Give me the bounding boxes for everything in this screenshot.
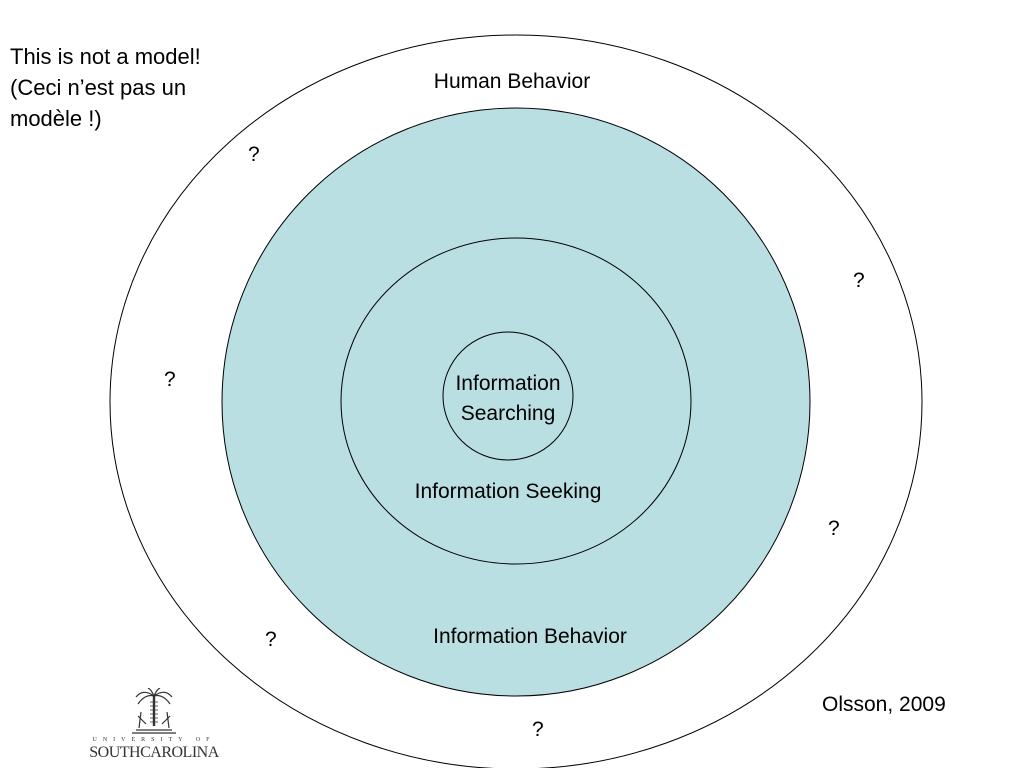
- note-line-3: modèle !): [10, 106, 102, 131]
- disclaimer-note: This is not a model! (Ceci n’est pas un …: [10, 41, 201, 134]
- question-mark: ?: [828, 517, 840, 540]
- information-searching-line-2: Searching: [460, 402, 556, 425]
- information-searching-label: Information Searching: [455, 369, 560, 429]
- note-line-2: (Ceci n’est pas un: [10, 75, 187, 100]
- question-mark: ?: [164, 368, 176, 391]
- human-behavior-label: Human Behavior: [433, 70, 591, 93]
- logo-line-1: UNIVERSITY OF: [92, 737, 216, 743]
- information-searching-line-1: Information: [455, 372, 561, 395]
- note-line-1: This is not a model!: [10, 44, 201, 69]
- palmetto-tree-icon: [132, 688, 176, 734]
- question-mark: ?: [532, 718, 544, 741]
- information-searching-circle: [442, 331, 574, 461]
- information-seeking-label: Information Seeking: [414, 480, 602, 503]
- question-mark: ?: [265, 628, 277, 651]
- logo-line-2: SOUTHCAROLINA: [89, 744, 219, 761]
- university-logo: UNIVERSITY OF SOUTHCAROLINA: [86, 688, 222, 766]
- information-behavior-label: Information Behavior: [433, 625, 627, 648]
- logo-text: UNIVERSITY OF SOUTHCAROLINA: [86, 736, 222, 762]
- question-mark: ?: [248, 143, 260, 166]
- citation: Olsson, 2009: [822, 693, 946, 716]
- question-mark: ?: [853, 269, 865, 292]
